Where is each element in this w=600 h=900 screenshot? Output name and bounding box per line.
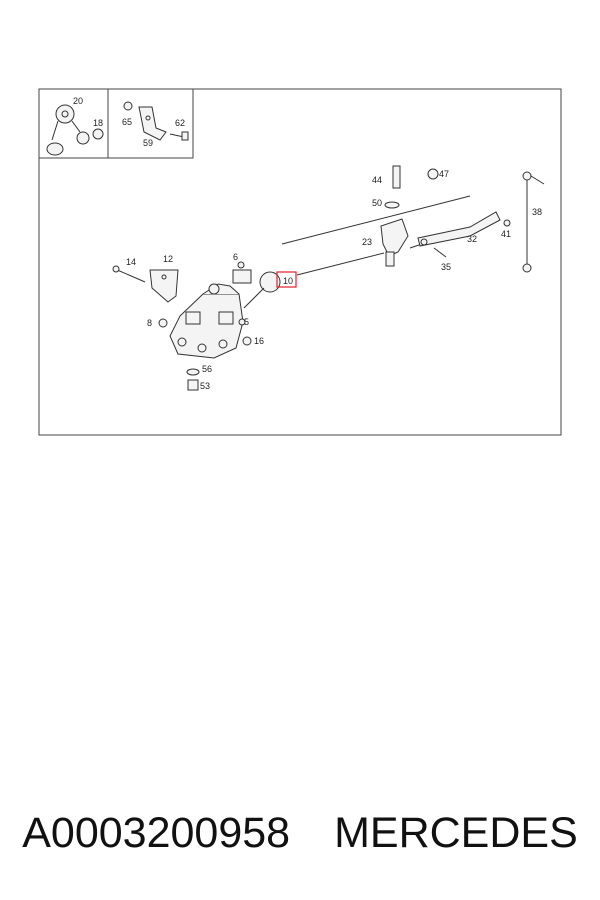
label-12: 12 [163,254,173,264]
product-caption: A0003200958 MERCEDES [0,798,600,868]
label-14: 14 [126,257,136,267]
inset-clamp-assembly [46,104,104,156]
parts-diagram: 20 18 65 62 59 [38,88,562,436]
label-35: 35 [441,262,451,272]
label-5: 5 [244,317,249,327]
label-65: 65 [122,117,132,127]
link-rod [433,171,545,273]
label-23: 23 [362,237,372,247]
label-18: 18 [93,118,103,128]
diagram-frame [38,88,562,436]
rod-upper [281,195,471,245]
brand-name: MERCEDES [334,808,578,857]
label-6: 6 [233,252,238,262]
mounting-bolt-bracket [112,265,179,303]
label-56: 56 [202,364,212,374]
label-41: 41 [501,229,511,239]
label-59: 59 [143,138,153,148]
label-20: 20 [73,96,83,106]
inset-box-right [107,88,194,159]
level-sensor [380,165,439,267]
label-8: 8 [147,318,152,328]
label-47: 47 [439,169,449,179]
connector-plug [232,261,252,284]
label-50: 50 [372,198,382,208]
washers-fittings [158,318,252,391]
label-62: 62 [175,118,185,128]
part-number: A0003200958 [22,808,291,857]
label-10: 10 [283,276,293,286]
part-10-lever [259,271,281,293]
label-38: 38 [532,207,542,217]
label-44: 44 [372,175,382,185]
label-16: 16 [254,336,264,346]
label-32: 32 [467,234,477,244]
label-53: 53 [200,381,210,391]
highlight-box [276,271,297,288]
linkage-arm [417,211,501,247]
valve-block [169,283,246,359]
inset-bracket-assembly [123,101,189,141]
